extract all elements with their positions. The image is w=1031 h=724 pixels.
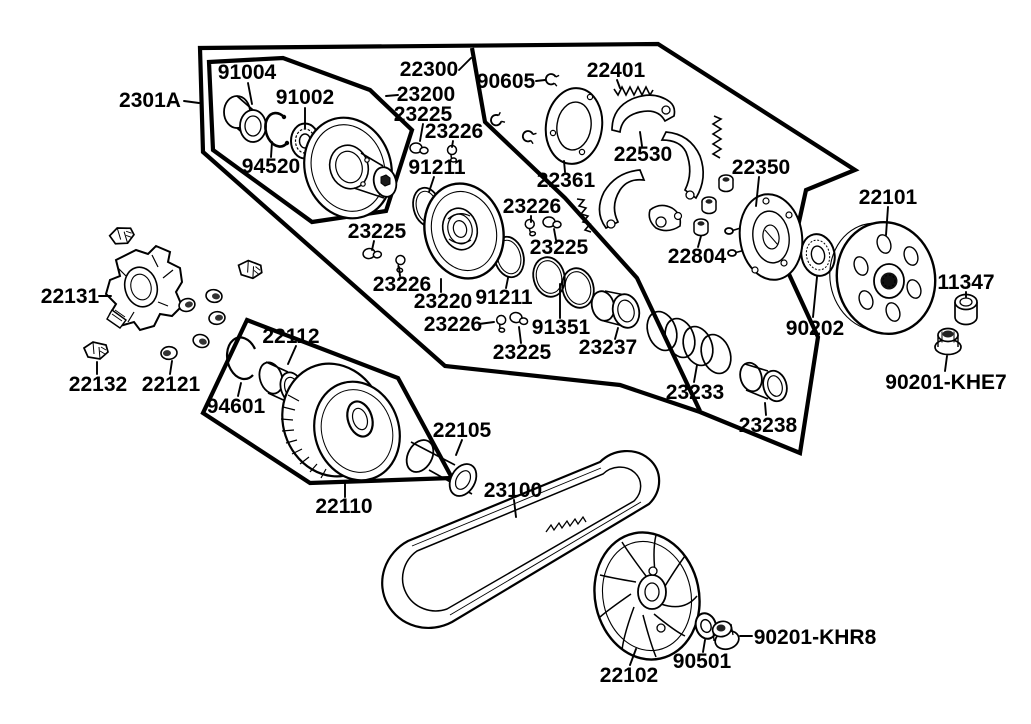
part-drawing-23220 — [423, 182, 505, 280]
part-drawing-94520 — [264, 111, 290, 148]
part-label-22804: 22804 — [668, 245, 727, 268]
part-drawing-23200 — [303, 116, 398, 220]
part-label-22132: 22132 — [69, 373, 127, 396]
part-drawing-22110 — [280, 362, 401, 482]
part-label-22300: 22300 — [400, 58, 458, 81]
part-label-91211: 91211 — [475, 286, 533, 309]
part-drawing-91351-orings — [532, 256, 595, 309]
part-drawing-clutch-spring-right — [711, 115, 723, 159]
part-drawing-11347 — [954, 293, 978, 326]
outline-box-22110 — [200, 317, 456, 486]
part-label-91004: 91004 — [218, 61, 277, 84]
part-label-23226: 23226 — [425, 120, 483, 143]
part-label-90201-khr8: 90201-KHR8 — [754, 626, 877, 649]
part-label-22110: 22110 — [315, 495, 372, 518]
part-label-22105: 22105 — [433, 419, 492, 442]
part-label-23233: 23233 — [666, 381, 724, 404]
part-drawing-22105 — [405, 439, 478, 497]
part-label-90501: 90501 — [673, 650, 732, 673]
part-drawing-22350 — [724, 193, 804, 281]
part-label-90605: 90605 — [477, 70, 536, 93]
part-label-23220: 23220 — [414, 290, 472, 313]
assembly-outline-boxes — [197, 41, 860, 486]
part-label-90201-khe7: 90201-KHE7 — [885, 371, 1006, 394]
part-label-23226: 23226 — [424, 313, 482, 336]
part-label-23226: 23226 — [373, 273, 431, 296]
part-drawing-22401-spring — [613, 85, 654, 97]
part-label-23225: 23225 — [530, 236, 589, 259]
part-label-23238: 23238 — [739, 414, 798, 437]
part-label-22112: 22112 — [262, 325, 319, 348]
part-label-90202: 90202 — [786, 317, 844, 340]
part-drawing-22361 — [544, 87, 604, 165]
part-drawing-22101 — [829, 220, 937, 336]
part-label-23225: 23225 — [348, 220, 407, 243]
part-label-94520: 94520 — [242, 155, 300, 178]
part-drawing-23100-belt — [381, 449, 661, 629]
part-drawing-90605-clips — [490, 73, 560, 145]
part-label-91211: 91211 — [408, 156, 466, 179]
part-drawing-22131 — [104, 244, 184, 332]
part-label-11347: 11347 — [937, 271, 994, 294]
part-label-91351: 91351 — [532, 316, 591, 339]
part-label-94601: 94601 — [207, 395, 266, 418]
part-drawing-90202 — [800, 233, 836, 277]
part-label-22131: 22131 — [41, 285, 100, 308]
part-drawing-90201-khe7 — [934, 327, 962, 356]
part-label-23225: 23225 — [394, 103, 453, 126]
part-drawing-90201-khr8 — [711, 620, 740, 651]
part-drawing-23237 — [590, 290, 641, 329]
part-drawings — [82, 73, 978, 661]
part-label-22121: 22121 — [142, 373, 201, 396]
outline-box-23200 — [206, 55, 415, 225]
part-drawing-22121-rollers — [160, 288, 226, 361]
part-label-23237: 23237 — [579, 336, 637, 359]
part-drawing-23225-fasteners — [362, 142, 562, 326]
part-drawing-22132-sliders — [82, 227, 263, 360]
part-label-22401: 22401 — [587, 59, 646, 82]
part-label-22101: 22101 — [859, 186, 918, 209]
part-drawing-91004 — [223, 95, 267, 143]
part-drawing-23233 — [646, 310, 732, 375]
part-label-23226: 23226 — [503, 195, 561, 218]
part-drawing-22530-shoes — [598, 94, 705, 232]
part-label-22350: 22350 — [732, 156, 790, 179]
part-label-2301a: 2301A — [119, 89, 181, 112]
part-drawing-23238 — [739, 361, 788, 403]
part-label-23100: 23100 — [484, 479, 542, 502]
part-label-22361: 22361 — [537, 169, 596, 192]
leader-lines — [96, 57, 967, 666]
part-label-22102: 22102 — [600, 664, 658, 687]
part-label-22530: 22530 — [614, 143, 672, 166]
part-label-23225: 23225 — [493, 341, 552, 364]
part-drawing-22804-dampers — [693, 174, 734, 237]
outline-line-22300 — [469, 47, 702, 412]
part-label-23200: 23200 — [397, 83, 455, 106]
part-drawing-94601 — [225, 336, 256, 381]
part-drawing-clutch-spring-left — [576, 198, 592, 233]
part-label-91002: 91002 — [276, 86, 334, 109]
part-drawing-90501 — [694, 612, 718, 640]
part-drawing-22102 — [593, 531, 701, 661]
outline-box-2301a — [197, 41, 860, 456]
